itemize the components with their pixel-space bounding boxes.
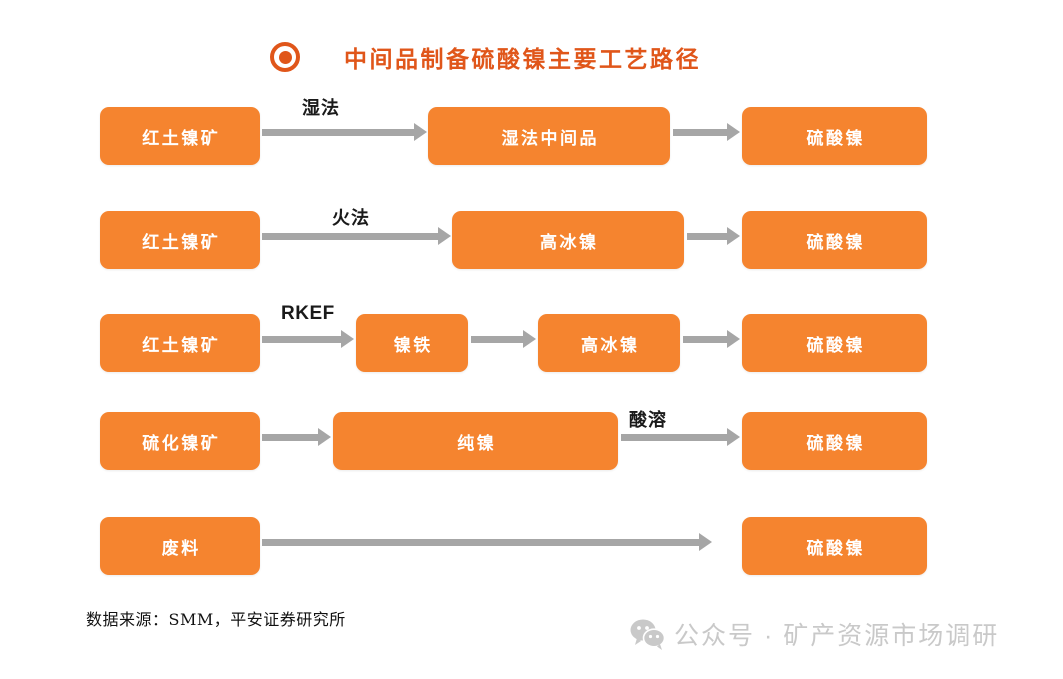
flow-node[interactable]: 硫化镍矿 — [100, 412, 260, 470]
arrow-shaft — [262, 538, 699, 546]
arrow-shaft — [621, 433, 727, 441]
arrow-head-icon — [727, 330, 740, 348]
flow-node[interactable]: 湿法中间品 — [428, 107, 670, 165]
page-title: 中间品制备硫酸镍主要工艺路径 — [344, 46, 701, 73]
flow-arrow — [262, 123, 427, 141]
flow-node[interactable]: 硫酸镍 — [742, 517, 927, 575]
flow-node[interactable]: 硫酸镍 — [742, 211, 927, 269]
flow-arrow — [262, 227, 451, 245]
arrow-head-icon — [341, 330, 354, 348]
arrow-head-icon — [438, 227, 451, 245]
watermark: 公众号 · 矿产资源市场调研 — [630, 616, 999, 652]
flow-node[interactable]: 硫酸镍 — [742, 412, 927, 470]
arrow-shaft — [262, 335, 341, 343]
arrow-head-icon — [414, 123, 427, 141]
edge-label: 火法 — [332, 208, 370, 229]
flow-node[interactable]: 红土镍矿 — [100, 211, 260, 269]
flow-node[interactable]: 镍铁 — [356, 314, 468, 372]
wechat-icon — [630, 619, 666, 650]
arrow-head-icon — [523, 330, 536, 348]
flow-node[interactable]: 红土镍矿 — [100, 107, 260, 165]
edge-label: 酸溶 — [629, 410, 667, 431]
flow-node[interactable]: 硫酸镍 — [742, 314, 927, 372]
flow-node[interactable]: 废料 — [100, 517, 260, 575]
flow-arrow — [687, 227, 740, 245]
arrow-head-icon — [699, 533, 712, 551]
arrow-head-icon — [727, 428, 740, 446]
arrow-shaft — [683, 335, 727, 343]
flow-node[interactable]: 纯镍 — [333, 412, 618, 470]
chart-title-row: 中间品制备硫酸镍主要工艺路径 — [270, 38, 701, 76]
bullseye-icon — [270, 42, 300, 72]
arrow-head-icon — [727, 123, 740, 141]
arrow-shaft — [673, 128, 727, 136]
flow-node[interactable]: 红土镍矿 — [100, 314, 260, 372]
arrow-shaft — [687, 232, 727, 240]
arrow-head-icon — [727, 227, 740, 245]
flow-arrow — [262, 330, 354, 348]
arrow-head-icon — [318, 428, 331, 446]
flow-node[interactable]: 高冰镍 — [452, 211, 684, 269]
edge-label: RKEF — [281, 303, 335, 324]
edge-label: 湿法 — [302, 98, 340, 119]
flow-arrow — [262, 533, 712, 551]
flow-arrow — [683, 330, 740, 348]
flow-arrow — [621, 428, 740, 446]
flow-node[interactable]: 硫酸镍 — [742, 107, 927, 165]
arrow-shaft — [262, 232, 438, 240]
source-note: 数据来源：SMM，平安证券研究所 — [86, 610, 346, 629]
arrow-shaft — [471, 335, 523, 343]
watermark-text: 公众号 · 矿产资源市场调研 — [674, 622, 1000, 650]
arrow-shaft — [262, 128, 414, 136]
flow-node[interactable]: 高冰镍 — [538, 314, 680, 372]
arrow-shaft — [262, 433, 318, 441]
flow-arrow — [673, 123, 740, 141]
flow-arrow — [262, 428, 331, 446]
flow-arrow — [471, 330, 536, 348]
